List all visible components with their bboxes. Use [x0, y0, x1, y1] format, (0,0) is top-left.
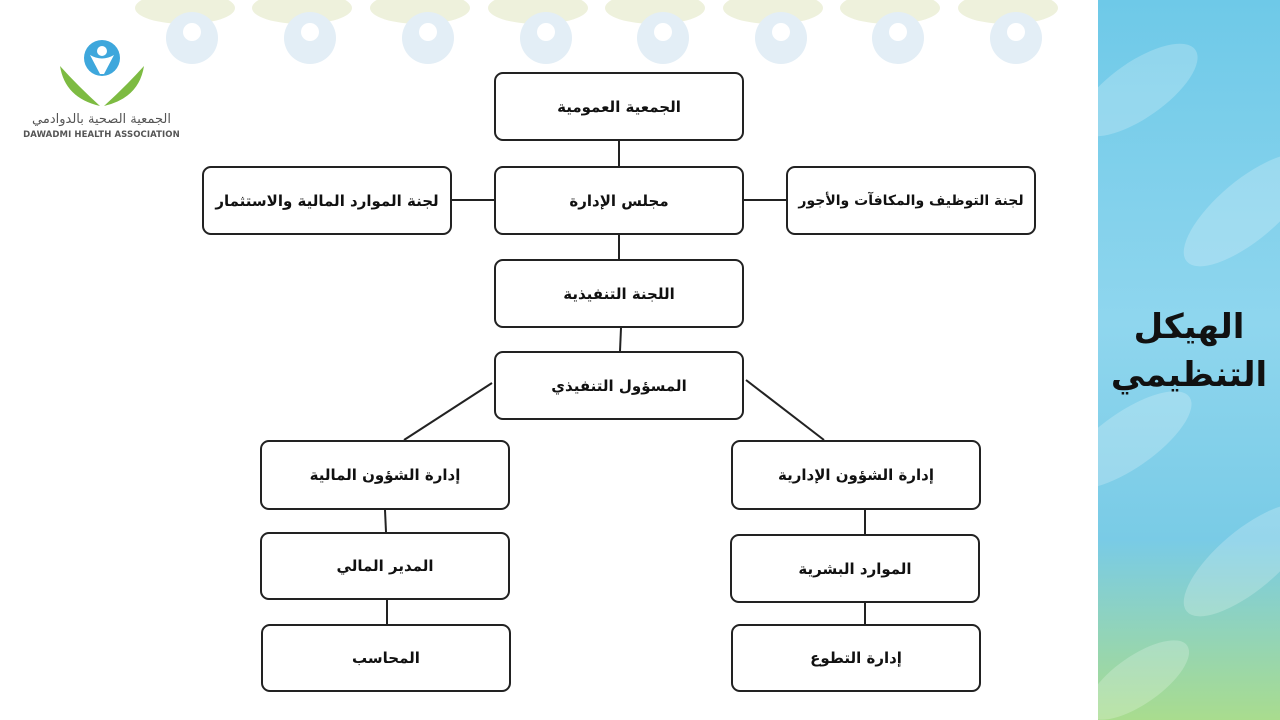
page-title-line1: الهيكل	[1133, 307, 1245, 347]
node-finance-manager: المدير المالي	[260, 532, 510, 600]
node-volunteering: إدارة التطوع	[731, 624, 981, 692]
node-financial-affairs: إدارة الشؤون المالية	[260, 440, 510, 510]
logo-name-english: DAWADMI HEALTH ASSOCIATION	[23, 130, 180, 140]
node-hr-compensation-committee: لجنة التوظيف والمكافآت والأجور	[786, 166, 1036, 235]
node-finance-investment-committee: لجنة الموارد المالية والاستثمار	[202, 166, 452, 235]
decorative-top-pattern	[135, 0, 1058, 64]
org-chart-connectors	[384, 141, 866, 624]
node-board-of-directors: مجلس الإدارة	[494, 166, 744, 235]
node-accountant: المحاسب	[261, 624, 511, 692]
node-administrative-affairs: إدارة الشؤون الإدارية	[731, 440, 981, 510]
leaf-pattern	[1098, 43, 1280, 720]
node-executive-committee: اللجنة التنفيذية	[494, 259, 744, 328]
page-title: الهيكل التنظيمي	[1098, 303, 1280, 399]
node-human-resources: الموارد البشرية	[730, 534, 980, 603]
logo-name-arabic: الجمعية الصحية بالدوادمي	[32, 112, 171, 127]
node-general-assembly: الجمعية العمومية	[494, 72, 744, 141]
association-logo-icon	[60, 40, 144, 106]
page-title-line2: التنظيمي	[1110, 355, 1268, 395]
node-executive-officer: المسؤول التنفيذي	[494, 351, 744, 420]
side-panel	[1098, 0, 1280, 720]
